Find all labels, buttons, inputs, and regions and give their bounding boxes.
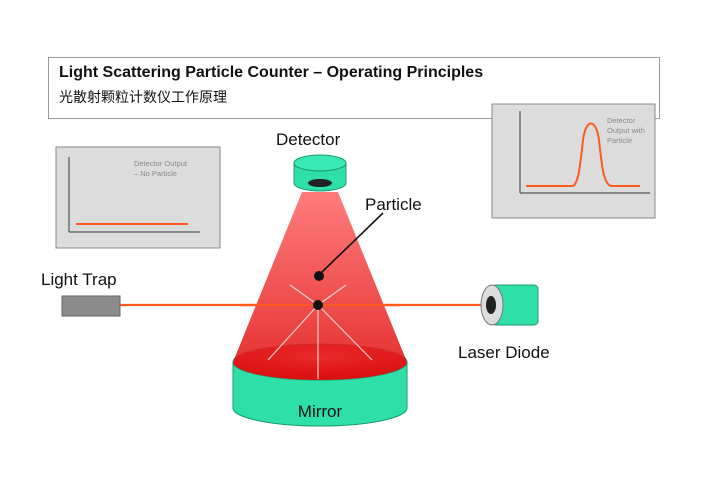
inset2-label-3: Particle [607,136,632,145]
light-trap [61,295,121,317]
label-light-trap: Light Trap [41,270,117,289]
label-mirror: Mirror [298,402,343,421]
inset-no-particle: Detector Output – No Particle [55,146,221,249]
label-laser-diode: Laser Diode [458,343,550,362]
title-box: Light Scattering Particle Counter – Oper… [48,57,660,119]
inset-with-particle: Detector Output with Particle [491,103,656,219]
inset1-label-2: – No Particle [134,169,177,178]
inset2-pulse-line [526,122,640,187]
particle-in-beam [313,300,323,310]
title-english: Light Scattering Particle Counter – Oper… [59,64,484,81]
title-chinese: 光散射颗粒计数仪工作原理 [59,90,227,106]
particle-pointer [321,212,384,273]
laser-aperture [486,296,496,314]
inset2-label-2: Output with [607,126,645,135]
detector [293,154,347,192]
detector-lens [308,179,332,187]
particle-upper [314,271,324,281]
label-detector: Detector [276,130,341,149]
laser-diode [480,284,539,326]
inset2-label-1: Detector [607,116,636,125]
scatter-rays [267,284,373,379]
inset1-label-1: Detector Output [134,159,188,168]
label-particle: Particle [365,195,422,214]
scatter-cone [233,192,407,380]
